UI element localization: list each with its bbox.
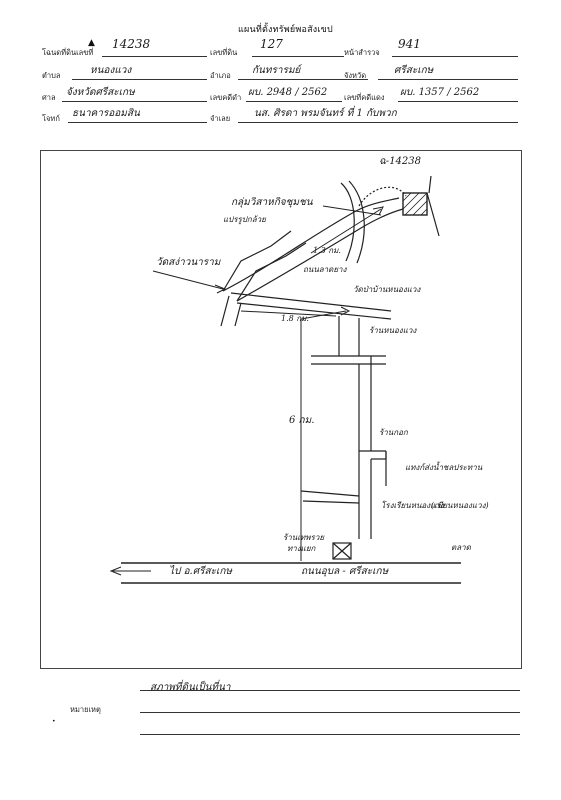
plaintiff-value: ธนาคารออมสิน (72, 108, 140, 119)
distance-3-label: 6 กม. (289, 415, 315, 426)
case-black-label: เลขคดีดำ (210, 93, 242, 102)
plot-edge (426, 192, 440, 237)
parcel-line (252, 56, 344, 57)
plot-track-2 (348, 180, 365, 264)
route-line (300, 310, 347, 561)
amphoe-label: อำเภอ (210, 71, 231, 80)
plot-label-pointer (428, 175, 432, 194)
province-label: จังหวัด (344, 71, 367, 80)
branch-road-lower (236, 208, 404, 302)
temple-2-label: วัดป่าบ้านหนองแวง (353, 285, 421, 294)
note-line-3 (140, 734, 520, 735)
intersection-x2 (332, 542, 352, 560)
case-red-value: ผบ. 1357 / 2562 (400, 87, 480, 98)
road-dest-label: ไป อ.ศรีสะเกษ (169, 566, 232, 577)
lane-bottom (236, 302, 392, 320)
plot-track (340, 182, 355, 262)
lane-top (230, 292, 392, 312)
water-label: แทงก์ส่งน้ำชลประทาน (405, 463, 483, 472)
distance-2-label: 1.8 กม. (281, 314, 309, 323)
tambon-label: ตำบล (42, 71, 61, 80)
ink-dot: • (52, 718, 56, 725)
branch-east-bottom (302, 500, 360, 504)
stub-1 (220, 295, 230, 327)
police-sub-label: ทางแยก (287, 544, 316, 553)
plot-label: ฉ-14238 (379, 156, 422, 167)
case-red-label: เลขที่คดีแดง (344, 93, 385, 102)
defendant-value: นส. ศิรดา พรมจันทร์ ที่ 1 กับพวก (254, 108, 397, 119)
tambon-value: หนองแวง (90, 65, 132, 76)
province-value: ศรีสะเกษ (394, 65, 434, 76)
deed-line (102, 56, 207, 57)
shop-1-label: ร้านหนองแวง (369, 326, 417, 335)
temple-label: วัดสง่าวนาราม (156, 257, 221, 268)
plot-box (402, 192, 428, 216)
school-sub-label: (เขียนหนองแวง) (431, 501, 489, 510)
temple-arrow (214, 284, 227, 294)
temple-pointer (152, 270, 224, 290)
police-label: ร้านเทพรวย (283, 533, 325, 542)
branch-road-upper (222, 197, 400, 292)
plot-hatch (402, 192, 428, 216)
plaintiff-label: โจทก์ (42, 114, 60, 123)
parcel-label: เลขที่ดิน (210, 48, 238, 57)
defendant-label: จำเลย (210, 114, 231, 123)
case-red-line (398, 101, 518, 102)
distance-1-label: 1.3 กม. (313, 246, 341, 255)
case-black-line (246, 101, 342, 102)
school-label: โรงเรียนหนองแวง (381, 501, 444, 510)
province-line (378, 79, 518, 80)
plaintiff-line (68, 122, 207, 123)
court-value: จังหวัดศรีสะเกษ (66, 87, 135, 98)
group-sub-label: แปรรูปกล้วย (223, 215, 266, 224)
shop-2-label: ร้านกอก (379, 428, 408, 437)
temple-road-left (222, 230, 292, 292)
stub-2 (234, 302, 242, 327)
parcel-value: 127 (260, 37, 283, 51)
survey-page-line (392, 56, 518, 57)
survey-page-value: 941 (398, 37, 421, 51)
case-black-value: ผบ. 2948 / 2562 (248, 87, 328, 98)
map-frame: ฉ-14238 ถนนลาดยาง กลุ่มวิสาหกิจชุมชน แปร… (40, 150, 522, 669)
remarks-label: หมายเหตุ (70, 705, 101, 714)
route-distance-2 (240, 310, 337, 317)
pin-icon: ▲ (88, 38, 95, 48)
deed-label: โฉนดที่ดินเลขที่ (42, 48, 94, 57)
paved-road-label: ถนนลาดยาง (303, 265, 347, 274)
route-to-plot (310, 208, 382, 254)
court-line (62, 101, 207, 102)
intersection-box (332, 542, 352, 560)
road-name-label: ถนนอุบล - ศรีสะเกษ (301, 566, 389, 577)
tambon-line (72, 79, 207, 80)
temple-road-right (236, 242, 307, 302)
dotted-approach (358, 186, 407, 207)
highway-arrowhead (109, 566, 122, 576)
branch-east-top (300, 490, 360, 497)
note-line-1 (140, 690, 520, 691)
market-label: ตลาด (451, 543, 471, 552)
group-label: กลุ่มวิสาหกิจชุมชน (231, 197, 313, 208)
survey-page-label: หน้าสำรวจ (344, 48, 380, 57)
vacant-note: สภาพที่ดินเป็นที่นา (150, 682, 231, 693)
court-label: ศาล (42, 93, 56, 102)
location-sketch (109, 175, 461, 584)
amphoe-value: กันทรารมย์ (252, 65, 301, 76)
group-pointer (322, 205, 382, 216)
deed-value: 14238 (112, 37, 151, 51)
note-line-2 (140, 712, 520, 713)
defendant-line (238, 122, 518, 123)
amphoe-line (238, 79, 368, 80)
route-arrow-2 (372, 206, 384, 216)
page-title: แผนที่ตั้งทรัพย์พอสังเขป (238, 25, 333, 35)
route-arrow-1 (340, 306, 351, 316)
